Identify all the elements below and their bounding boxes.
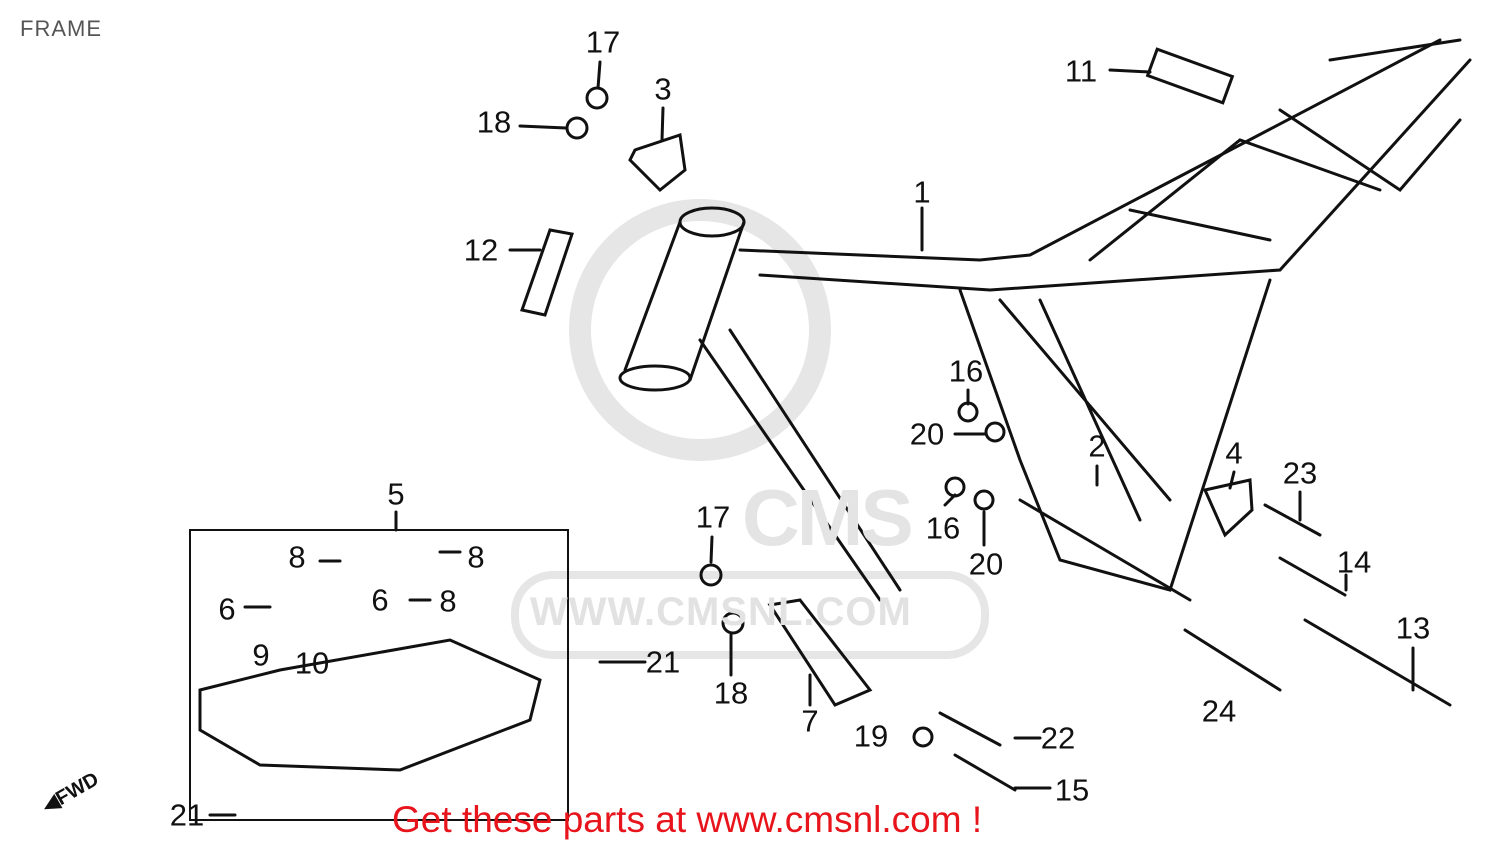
callout-22: 22 (1040, 720, 1076, 756)
callout-8: 8 (467, 539, 485, 575)
callout-12: 12 (463, 232, 499, 268)
callout-16: 16 (925, 510, 961, 546)
callout-13: 13 (1395, 610, 1431, 646)
callout-21: 21 (645, 644, 681, 680)
callout-19: 19 (853, 718, 889, 754)
down-tube (698, 328, 902, 602)
callout-16: 16 (948, 353, 984, 389)
callout-5: 5 (387, 476, 405, 512)
callout-6: 6 (371, 582, 389, 618)
callout-1: 1 (913, 174, 931, 210)
callout-8: 8 (288, 539, 306, 575)
part-11 (1145, 47, 1235, 105)
callout-9: 9 (252, 637, 270, 673)
callout-2: 2 (1088, 428, 1106, 464)
callout-6: 6 (218, 591, 236, 627)
callout-3: 3 (654, 71, 672, 107)
cross-members (1088, 138, 1382, 262)
callout-20: 20 (909, 416, 945, 452)
callout-14: 14 (1336, 544, 1372, 580)
upper-rail (758, 58, 1472, 292)
steering-head (623, 220, 746, 382)
callout-15: 15 (1054, 772, 1090, 808)
callout-18: 18 (713, 675, 749, 711)
callout-8: 8 (439, 583, 457, 619)
callout-7: 7 (801, 703, 819, 739)
part-3 (628, 133, 687, 193)
callout-24: 24 (1201, 693, 1237, 729)
watermark-site: WWW.CMSNL.COM (530, 590, 912, 634)
bolts (938, 503, 1452, 792)
watermark-logo: CMS (742, 473, 914, 562)
promo-link[interactable]: Get these parts at www.cmsnl.com ! (392, 799, 983, 840)
callout-17: 17 (585, 24, 621, 60)
diagram-title: FRAME (20, 16, 102, 41)
top-tube (738, 38, 1442, 262)
part-4 (1202, 478, 1254, 538)
part-12 (520, 228, 574, 317)
callout-20: 20 (968, 546, 1004, 582)
callout-17: 17 (695, 499, 731, 535)
callout-10: 10 (294, 645, 330, 681)
part-7 (767, 598, 873, 707)
callout-23: 23 (1282, 455, 1318, 491)
rear-cradle (958, 278, 1272, 592)
part-5-box (189, 529, 569, 821)
part-5-skid-plate (198, 638, 542, 772)
callout-21: 21 (169, 797, 205, 833)
callout-18: 18 (476, 104, 512, 140)
callout-11: 11 (1064, 53, 1098, 89)
watermark-banner (511, 571, 989, 659)
callout-4: 4 (1225, 435, 1243, 471)
